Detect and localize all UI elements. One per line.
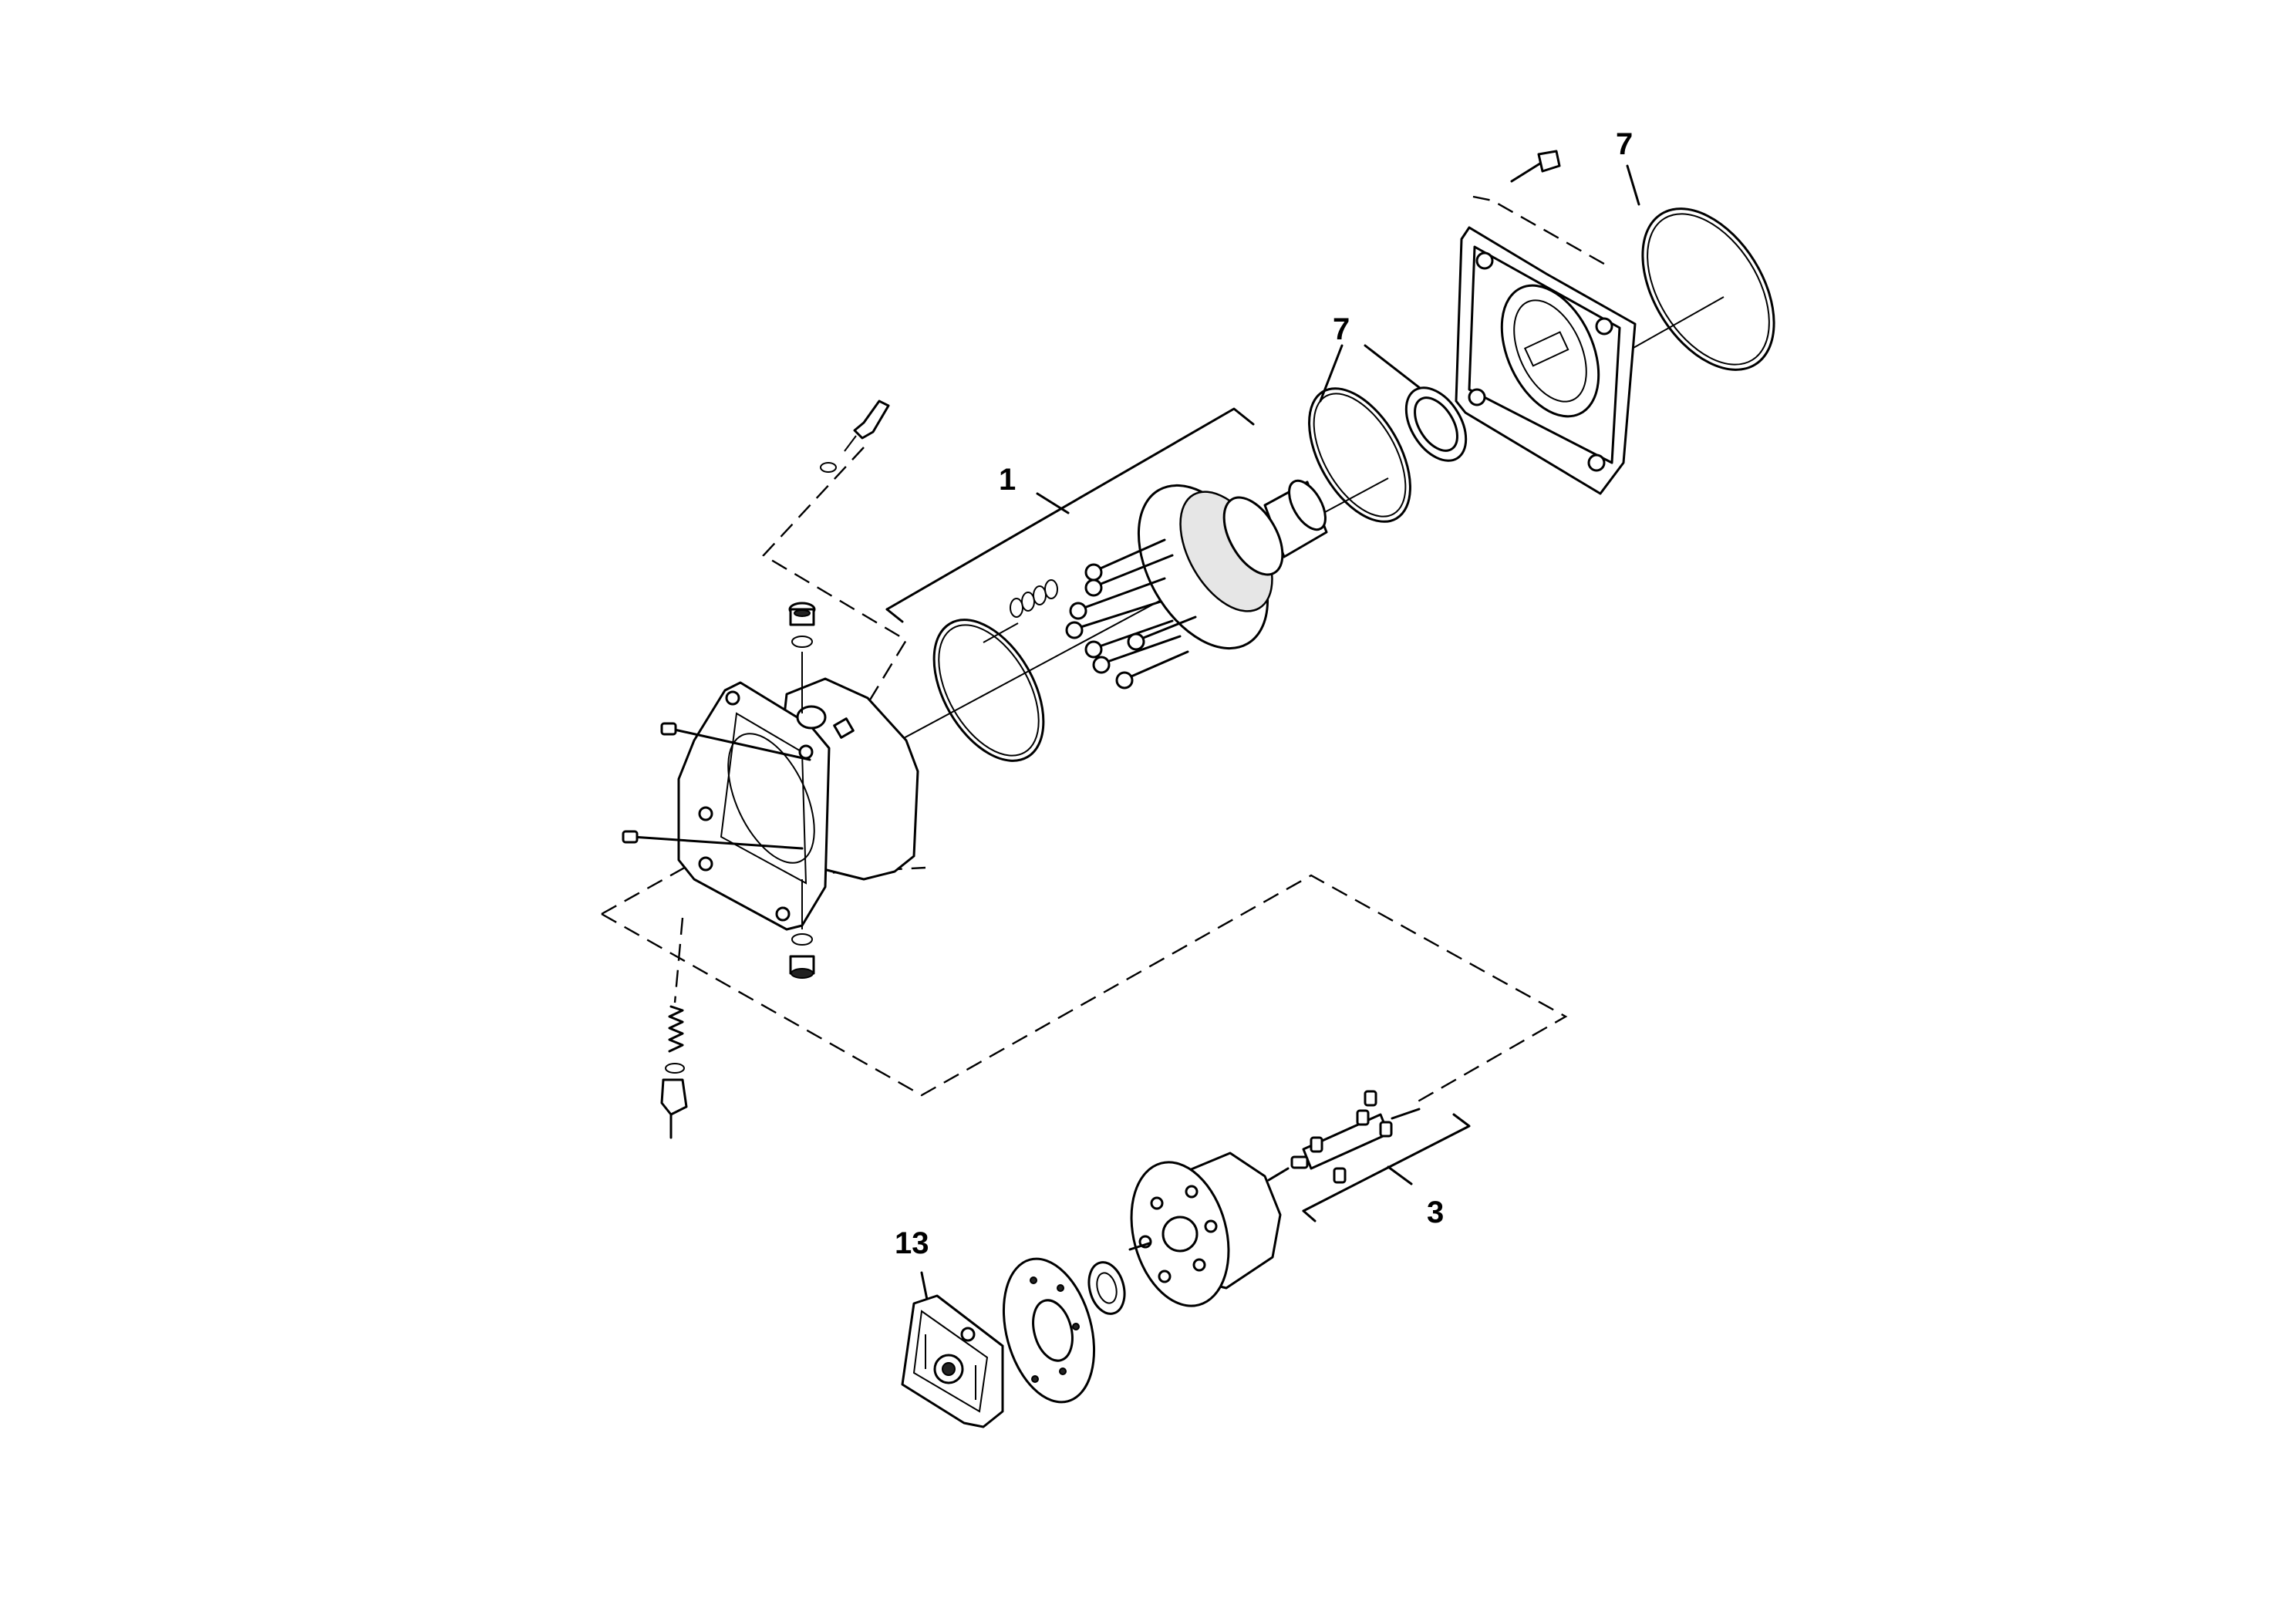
retaining-rings	[1010, 579, 1058, 618]
piston-o-ring-inner	[938, 624, 1040, 757]
housing-screws	[622, 722, 811, 850]
callout-13: 13	[895, 1226, 929, 1260]
callout-7-oring-seal: 7	[1333, 312, 1350, 346]
port-plate	[901, 1294, 1004, 1428]
end-flange	[1455, 226, 1637, 495]
valve-plate	[1002, 1257, 1096, 1404]
bottom-plug	[789, 879, 815, 979]
callout-labels: 7 7 1 3 13	[895, 127, 1633, 1260]
callout-1: 1	[999, 463, 1016, 497]
upper-fitting	[820, 400, 890, 473]
assembly-dashed-lines	[601, 195, 1609, 1104]
medium-o-ring-inner	[1313, 393, 1407, 518]
cylinder-block	[1130, 1152, 1282, 1307]
medium-o-ring	[1308, 387, 1411, 523]
needle-bearing	[1087, 1242, 1151, 1315]
large-o-ring-inner	[1647, 213, 1770, 366]
top-plug	[788, 602, 816, 713]
flange-bolt	[1510, 150, 1561, 183]
leader-lines	[885, 164, 1640, 1313]
piston-o-ring	[932, 619, 1045, 762]
callout-7-oring-large: 7	[1616, 127, 1633, 161]
lower-spring-pin	[660, 1005, 688, 1139]
shaft-seal	[1404, 386, 1468, 462]
cross-assembly	[1267, 1090, 1421, 1184]
rotating-group	[1010, 479, 1328, 690]
callout-3: 3	[1427, 1195, 1444, 1229]
motor-housing	[677, 677, 919, 931]
pistons	[1065, 538, 1197, 690]
large-o-ring	[1641, 207, 1775, 371]
